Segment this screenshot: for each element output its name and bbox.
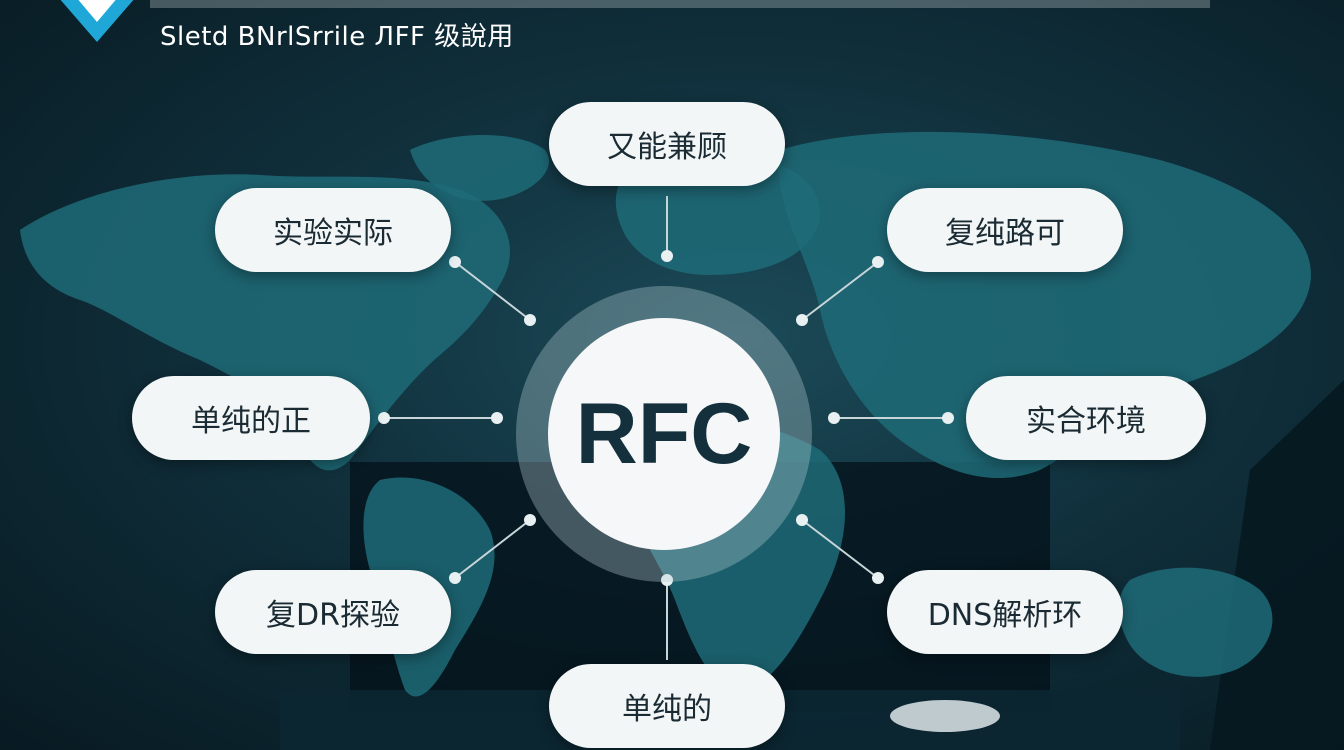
v-logo-icon — [60, 0, 134, 42]
connector-dot-top-left-outer — [449, 256, 461, 268]
header-text: Sletd BNrlSrrile ЛFF 级說用 — [160, 22, 514, 52]
connector-dot-bottom-left-outer — [449, 572, 461, 584]
connector-dot-bottom-left-inner — [524, 514, 536, 526]
node-right: 实合环境 — [966, 376, 1206, 460]
connector-top-left — [454, 261, 531, 321]
connector-dot-left-inner — [491, 412, 503, 424]
connector-bottom-left — [454, 519, 531, 579]
connector-dot-top — [661, 250, 673, 262]
node-bottom: 单纯的 — [549, 664, 785, 748]
map-australia — [1118, 567, 1273, 677]
node-top: 又能兼顾 — [549, 102, 785, 186]
node-bottom-right: DNS解析环 — [887, 570, 1123, 654]
connector-dot-bottom-right-inner — [796, 514, 808, 526]
connector-dot-top-right-outer — [872, 256, 884, 268]
connector-dot-right-outer — [942, 412, 954, 424]
node-top-left: 实验实际 — [215, 188, 451, 272]
connector-dot-top-left-inner — [524, 314, 536, 326]
right-silhouette — [1210, 380, 1344, 750]
map-greenland — [410, 135, 549, 201]
connector-dot-right-inner — [828, 412, 840, 424]
node-top-right: 复纯路可 — [887, 188, 1123, 272]
connector-dot-left-outer — [378, 412, 390, 424]
top-banner-strip — [150, 0, 1210, 8]
connector-top-right — [801, 261, 879, 321]
node-bottom-left: 复DR探验 — [215, 570, 451, 654]
hub-rfc: RFC — [548, 318, 780, 550]
mouse-silhouette — [890, 700, 1000, 732]
connector-dot-top-right-inner — [796, 314, 808, 326]
connector-dot-bottom-right-outer — [872, 572, 884, 584]
connector-dot-bottom — [661, 574, 673, 586]
node-left: 单纯的正 — [132, 376, 370, 460]
connector-bottom-right — [801, 519, 879, 579]
